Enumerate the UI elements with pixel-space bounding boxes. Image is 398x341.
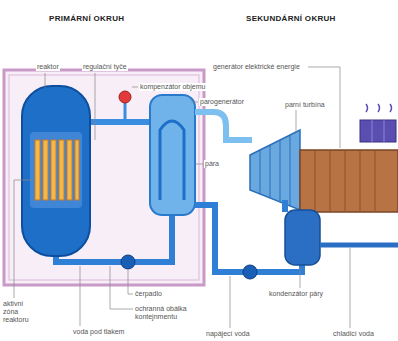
part-label: chladicí voda [332,330,375,338]
part-label: reaktor [36,63,60,71]
part-label: parogenerátor [199,98,245,106]
part-label: ochranná obálka kontejnmentu [134,305,200,321]
part-label: regulační tyče [82,63,128,71]
part-label: parní turbína [284,101,326,109]
part-label: kondenzátor páry [268,290,324,298]
part-label: kompenzátor objemu [139,83,206,91]
section-heading: SEKUNDÁRNÍ OKRUH [245,14,337,23]
section-heading: PRIMÁRNÍ OKRUH [48,14,125,23]
part-label: pára [204,160,220,168]
part-label: voda pod tlakem [72,328,125,336]
part-label: aktivní zóna reaktoru [2,300,38,324]
part-label: generátor elektrické energie [212,63,301,71]
part-label: čerpadlo [134,290,163,298]
part-label: napájecí voda [205,330,251,338]
